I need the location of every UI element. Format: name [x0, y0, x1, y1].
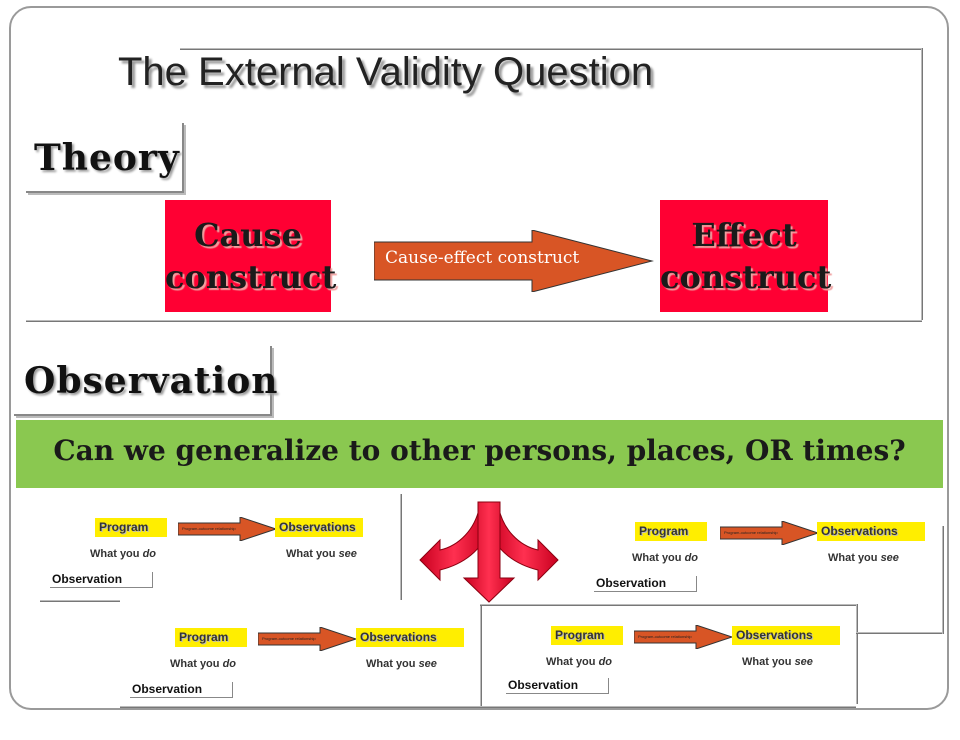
mini-divider-8	[856, 632, 942, 633]
mini2-observations-box: Observations	[817, 522, 925, 541]
mini-divider-2	[480, 604, 481, 708]
mini4-what-you-see-prefix: What you	[742, 656, 792, 668]
mini2-arrow	[720, 521, 820, 545]
mini2-do-word: do	[684, 552, 699, 564]
mini1-what-you-do-prefix: What you	[90, 548, 140, 560]
mini3-arrow	[258, 627, 358, 651]
mini2-what-you-do-prefix: What you	[632, 552, 682, 564]
mini2-what-you-see: What you see	[828, 552, 899, 564]
mini4-what-you-see: What you see	[742, 656, 813, 668]
mini-divider-5	[120, 706, 856, 707]
mini2-arrow-label: Program-outcome relationship	[724, 530, 778, 535]
mini4-observation-tag: Observation	[506, 678, 609, 694]
mini1-what-you-see: What you see	[286, 548, 357, 560]
cause-effect-arrow-label: Cause-effect construct	[385, 248, 580, 268]
cause-line-1: Cause	[194, 216, 302, 254]
mini3-what-you-see-prefix: What you	[366, 658, 416, 670]
mini3-what-you-do-prefix: What you	[170, 658, 220, 670]
mini1-what-you-do: What you do	[90, 548, 156, 560]
mini3-what-you-do: What you do	[170, 658, 236, 670]
mini-diagram-3: Program Program-outcome relationship Obs…	[120, 622, 480, 740]
cause-effect-arrow	[374, 230, 654, 292]
effect-line-2: construct	[660, 258, 832, 296]
slide-title: The External Validity Question	[118, 50, 654, 94]
mini4-observations-box: Observations	[732, 626, 840, 645]
mini1-arrow-label: Program-outcome relationship	[182, 526, 236, 531]
mini4-what-you-do: What you do	[546, 656, 612, 668]
generalize-fork-arrow-icon	[419, 501, 559, 603]
mini4-arrow-label: Program-outcome relationship	[638, 634, 692, 639]
generalize-question-banner: Can we generalize to other persons, plac…	[16, 420, 943, 488]
effect-line-1: Effect	[691, 216, 797, 254]
mini4-arrow	[634, 625, 734, 649]
mini4-do-word: do	[598, 656, 613, 668]
mini2-what-you-do: What you do	[632, 552, 698, 564]
theory-box-bottom	[26, 320, 922, 321]
mini3-arrow-label: Program-outcome relationship	[262, 636, 316, 641]
mini3-observations-box: Observations	[356, 628, 464, 647]
slide-frame	[9, 6, 949, 710]
mini4-see-word: see	[794, 656, 813, 668]
mini4-program-box: Program	[551, 626, 623, 645]
mini1-what-you-see-prefix: What you	[286, 548, 336, 560]
mini2-observation-tag: Observation	[594, 576, 697, 592]
mini-divider-4	[856, 604, 857, 704]
mini2-program-box: Program	[635, 522, 707, 541]
mini1-arrow	[178, 517, 278, 541]
theory-tag: Theory	[26, 123, 184, 193]
mini1-do-word: do	[142, 548, 157, 560]
mini-diagram-1: Program Program-outcome relationship Obs…	[40, 512, 400, 630]
mini3-program-box: Program	[175, 628, 247, 647]
mini-divider-3	[480, 604, 858, 605]
mini4-what-you-do-prefix: What you	[546, 656, 596, 668]
mini-divider-1	[400, 494, 401, 600]
theory-box-right	[921, 48, 922, 320]
mini3-do-word: do	[222, 658, 237, 670]
mini2-see-word: see	[880, 552, 899, 564]
mini-diagram-4: Program Program-outcome relationship Obs…	[496, 620, 856, 738]
mini1-program-box: Program	[95, 518, 167, 537]
mini-diagram-2: Program Program-outcome relationship Obs…	[580, 516, 940, 634]
mini1-see-word: see	[338, 548, 357, 560]
mini3-what-you-see: What you see	[366, 658, 437, 670]
mini3-observation-tag: Observation	[130, 682, 233, 698]
mini1-observations-box: Observations	[275, 518, 363, 537]
effect-construct-box: Effect construct	[660, 200, 832, 312]
cause-line-2: construct	[165, 258, 337, 296]
observation-tag: Observation	[14, 346, 277, 416]
theory-box-top	[180, 48, 921, 49]
mini2-what-you-see-prefix: What you	[828, 552, 878, 564]
cause-construct-box: Cause construct	[165, 200, 337, 312]
mini-divider-7	[942, 526, 943, 634]
mini3-see-word: see	[418, 658, 437, 670]
mini1-observation-tag: Observation	[50, 572, 153, 588]
mini-divider-6	[40, 600, 120, 601]
